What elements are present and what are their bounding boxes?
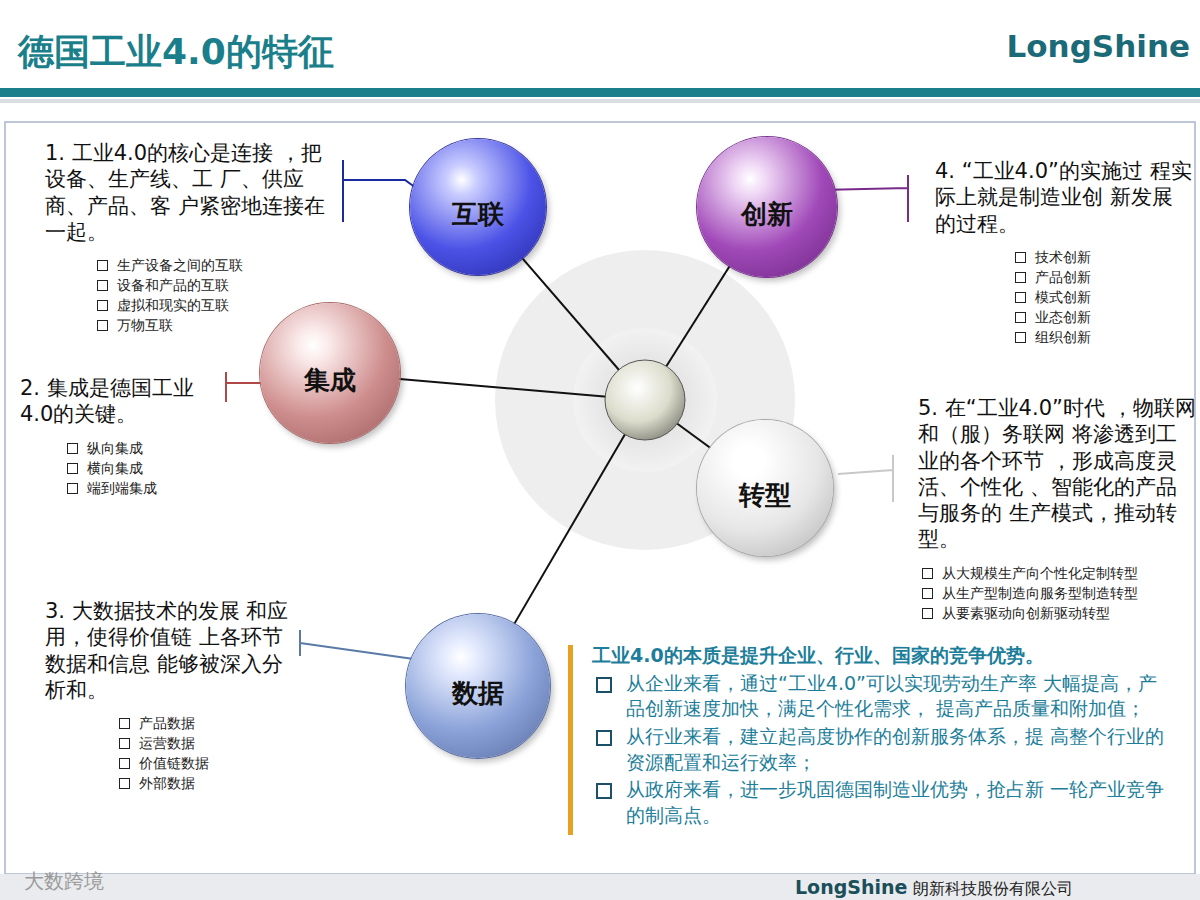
text-group: 2. 集成是德国工业 4.0的关键。纵向集成横向集成端到端集成	[20, 375, 230, 498]
list-item: 业态创新	[1013, 307, 1193, 327]
list-item: 从生产型制造向服务型制造转型	[920, 583, 1196, 603]
list-item: 从大规模生产向个性化定制转型	[920, 563, 1196, 583]
center-sphere	[605, 360, 685, 440]
callout-text: 3. 大数据技术的发展 和应用，使得价值链 上各环节数据和信息 能够被深入分析和…	[45, 598, 295, 703]
list-item: 价值链数据	[117, 753, 295, 773]
list-item: 模式创新	[1013, 287, 1193, 307]
text-group: 5. 在“工业4.0”时代 ，物联网和（服）务联网 将渗透到工业的各个环节 ，形…	[918, 395, 1196, 623]
halo-outer	[495, 250, 795, 550]
summary-bullet: 从企业来看，通过“工业4.0”可以实现劳动生产率 大幅提高，产品创新速度加快，满…	[592, 671, 1167, 722]
callout-text: 1. 工业4.0的核心是连接 ，把设备、生产线、工 厂、供应商、产品、客 户紧密…	[45, 140, 325, 245]
list-item: 横向集成	[65, 458, 230, 478]
list-item: 外部数据	[117, 773, 295, 793]
list-item: 产品创新	[1013, 267, 1193, 287]
sphere-label: 数据	[452, 676, 504, 711]
list-item: 纵向集成	[65, 438, 230, 458]
sphere-label: 互联	[452, 197, 504, 232]
content-frame	[5, 122, 1195, 874]
summary-heading: 工业4.0的本质是提升企业、行业、国家的竞争优势。	[592, 643, 1167, 669]
text-group: LongShine 朗新科技股份有限公司	[795, 876, 1195, 900]
list-item: 端到端集成	[65, 478, 230, 498]
callout-text: 5. 在“工业4.0”时代 ，物联网和（服）务联网 将渗透到工业的各个环节 ，形…	[918, 395, 1196, 553]
sphere-node: 数据	[406, 614, 550, 758]
sphere-label: 转型	[739, 478, 791, 513]
accent-bar	[568, 645, 573, 835]
list-item: 设备和产品的互联	[95, 275, 325, 295]
list-item: 生产设备之间的互联	[95, 255, 325, 275]
title-bar	[0, 88, 1200, 97]
spoke-lines	[330, 207, 767, 686]
callout-text: 2. 集成是德国工业 4.0的关键。	[20, 375, 230, 428]
sphere-node: 转型	[697, 420, 833, 556]
title-underline	[0, 99, 1200, 103]
text-group: 工业4.0的本质是提升企业、行业、国家的竞争优势。从企业来看，通过“工业4.0”…	[592, 643, 1167, 828]
list-item: 从要素驱动向创新驱动转型	[920, 603, 1196, 623]
text-group: 3. 大数据技术的发展 和应用，使得价值链 上各环节数据和信息 能够被深入分析和…	[45, 598, 295, 793]
sphere-node: 创新	[697, 137, 837, 277]
leader-line	[838, 455, 893, 502]
halo-inner	[573, 328, 717, 472]
summary-bullet: 从政府来看，进一步巩固德国制造业优势，抢占新 一轮产业竞争的制高点。	[592, 777, 1167, 828]
list-item: 运营数据	[117, 733, 295, 753]
watermark: 大数跨境	[24, 868, 224, 895]
list-item: 万物互联	[95, 315, 325, 335]
list-item: 技术创新	[1013, 247, 1193, 267]
list-item: 产品数据	[117, 713, 295, 733]
text-group: 4. “工业4.0”的实施过 程实际上就是制造业创 新发展的过程。技术创新产品创…	[935, 158, 1193, 347]
text-group: 1. 工业4.0的核心是连接 ，把设备、生产线、工 厂、供应商、产品、客 户紧密…	[45, 140, 325, 335]
list-item: 组织创新	[1013, 327, 1193, 347]
sphere-node: 互联	[410, 139, 546, 275]
sphere-node: 集成	[260, 303, 400, 443]
list-item: 虚拟和现实的互联	[95, 295, 325, 315]
page-title: 德国工业4.0的特征	[18, 28, 334, 77]
text-group: 大数跨境	[24, 868, 224, 895]
sphere-label: 创新	[741, 197, 793, 232]
footer-bar	[0, 874, 1200, 900]
company-name: 朗新科技股份有限公司	[913, 879, 1073, 900]
brand-logo: LongShine	[795, 876, 907, 898]
text-group: LongShine	[1000, 28, 1190, 64]
summary-bullet: 从行业来看，建立起高度协作的创新服务体系，提 高整个行业的资源配置和运行效率；	[592, 724, 1167, 775]
sphere-label: 集成	[304, 363, 356, 398]
brand-logo: LongShine	[1000, 28, 1190, 64]
callout-text: 4. “工业4.0”的实施过 程实际上就是制造业创 新发展的过程。	[935, 158, 1193, 237]
